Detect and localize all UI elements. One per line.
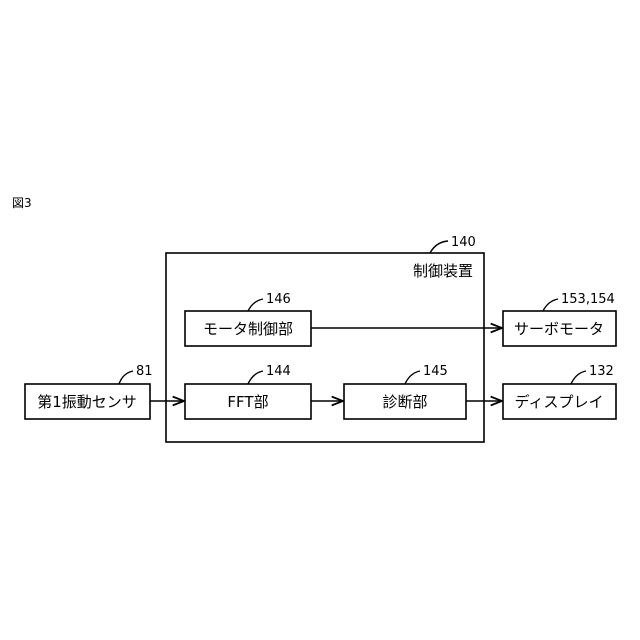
display-ref: 132 bbox=[589, 364, 614, 379]
controller-name: 制御装置 bbox=[413, 262, 473, 280]
servo-motor-ref: 153,154 bbox=[561, 292, 615, 307]
fft-name: FFT部 bbox=[227, 393, 268, 411]
diagnosis-name: 診断部 bbox=[382, 393, 427, 411]
motor-control-name: モータ制御部 bbox=[203, 320, 293, 338]
sensor-ref: 81 bbox=[136, 364, 153, 379]
sensor-ref-leader bbox=[119, 371, 133, 384]
sensor-name: 第1振動センサ bbox=[37, 393, 137, 411]
diagnosis-ref: 145 bbox=[423, 364, 448, 379]
display-block: ディスプレイ 132 bbox=[503, 364, 616, 419]
servo-motor-ref-leader bbox=[543, 299, 558, 311]
controller-ref: 140 bbox=[451, 235, 476, 250]
motor-control-ref: 146 bbox=[266, 292, 291, 307]
servo-motor-name: サーボモータ bbox=[514, 320, 604, 338]
fft-ref: 144 bbox=[266, 364, 291, 379]
sensor-block: 第1振動センサ 81 bbox=[25, 364, 153, 419]
servo-motor-block: サーボモータ 153,154 bbox=[503, 292, 616, 346]
display-name: ディスプレイ bbox=[515, 393, 604, 411]
figure-label: 図3 bbox=[12, 196, 32, 210]
display-ref-leader bbox=[571, 371, 586, 384]
controller-ref-leader bbox=[430, 241, 448, 253]
